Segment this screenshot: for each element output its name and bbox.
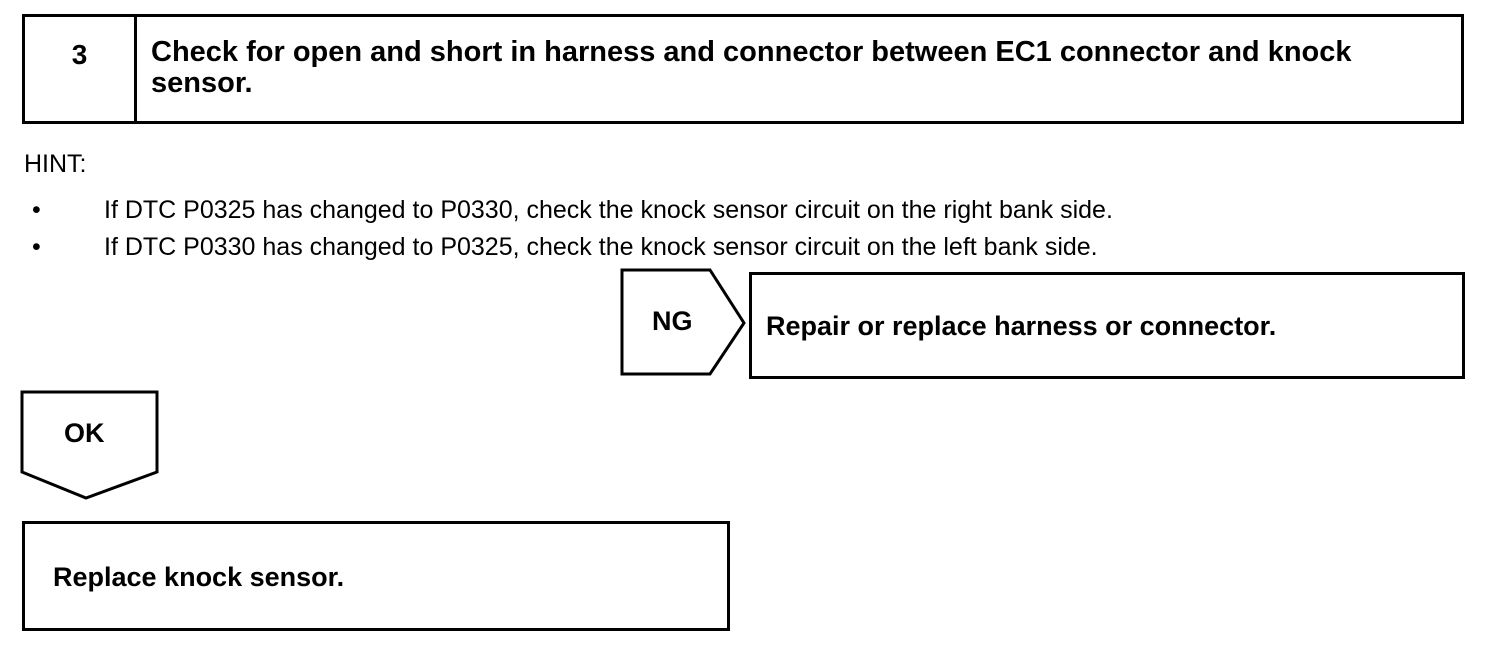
right-arrow-tag-icon — [620, 268, 746, 376]
hint-label: HINT: — [24, 150, 87, 178]
step-title: Check for open and short in harness and … — [151, 36, 1352, 99]
ok-action-box: Replace knock sensor. — [22, 521, 730, 631]
ng-label: NG — [652, 306, 693, 336]
step-number: 3 — [25, 17, 137, 121]
ok-branch-tag: OK — [20, 390, 160, 500]
hint-list: • If DTC P0325 has changed to P0330, che… — [24, 192, 1113, 266]
ng-action-box: Repair or replace harness or connector. — [749, 272, 1465, 379]
hint-item-text: If DTC P0325 has changed to P0330, check… — [104, 196, 1113, 224]
bullet-icon: • — [32, 196, 41, 224]
ok-action-text: Replace knock sensor. — [53, 562, 345, 592]
ok-label: OK — [64, 418, 105, 448]
ng-branch-tag: NG — [620, 268, 746, 378]
ng-action-text: Repair or replace harness or connector. — [766, 311, 1277, 341]
down-arrow-tag-icon — [20, 390, 159, 500]
hint-item-text: If DTC P0330 has changed to P0325, check… — [104, 233, 1098, 261]
bullet-icon: • — [32, 233, 41, 261]
step-header: 3 Check for open and short in harness an… — [22, 14, 1464, 124]
hint-item: • If DTC P0325 has changed to P0330, che… — [24, 192, 1113, 229]
hint-item: • If DTC P0330 has changed to P0325, che… — [24, 229, 1113, 266]
